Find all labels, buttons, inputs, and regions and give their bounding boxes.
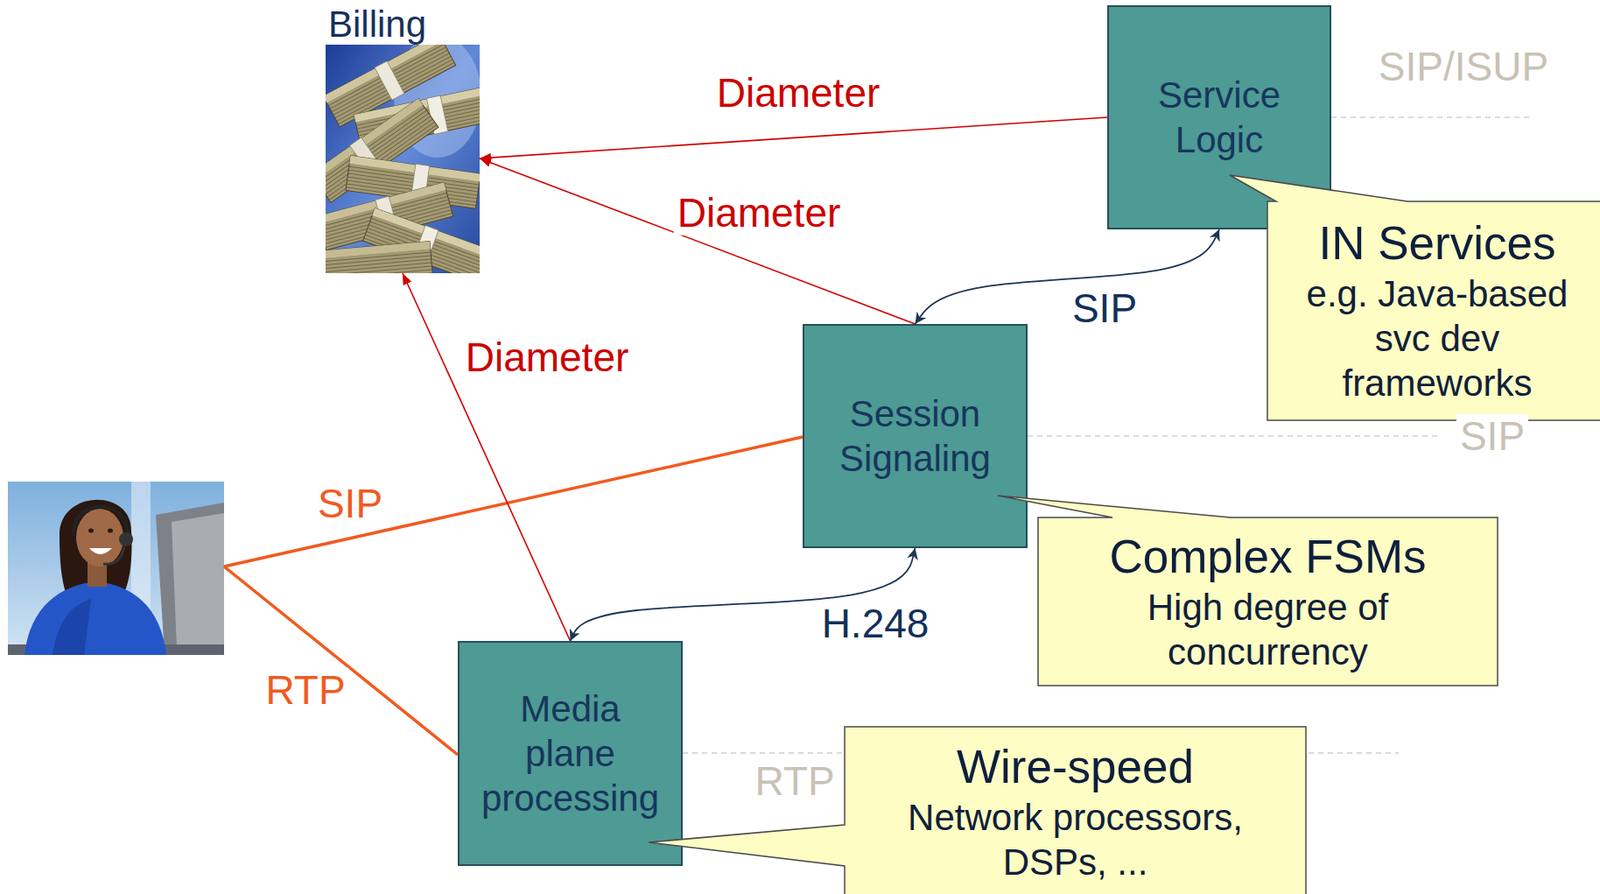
headset-mic xyxy=(103,546,125,564)
media-plane-box: Media plane processing xyxy=(457,640,683,866)
protocol-note: SIP/ISUP xyxy=(1375,44,1552,90)
person-eye xyxy=(107,528,113,534)
protocol-label: SIP xyxy=(314,481,386,527)
callout-heading: IN Services xyxy=(1319,215,1557,272)
callout-heading: Complex FSMs xyxy=(1108,528,1426,585)
edge-label-holder: H.248 xyxy=(818,601,934,646)
bundle-top xyxy=(325,44,443,103)
callout-body: High degree of concurrency xyxy=(1075,584,1461,674)
sip-link xyxy=(915,229,1221,324)
label-holder: RTP xyxy=(261,667,349,713)
edge-label-holder: Diameter xyxy=(713,70,885,116)
shirt-shade xyxy=(52,598,92,655)
money-illustration xyxy=(325,44,480,274)
edge-label-holder: SIP xyxy=(1068,286,1141,331)
dashed-guide xyxy=(1027,435,1440,437)
headset-band xyxy=(73,505,128,536)
label-holder: RTP xyxy=(750,758,838,804)
callout-shape xyxy=(997,495,1498,686)
person-illustration xyxy=(7,481,225,655)
user-rtp-line xyxy=(224,566,458,755)
person-hair xyxy=(59,499,133,596)
box-label: Session Signaling xyxy=(821,391,1010,481)
billing-node: Billing xyxy=(325,4,480,274)
bundle-strap xyxy=(374,61,405,101)
edge-label: Diameter xyxy=(673,190,845,236)
bill-bundle xyxy=(325,241,433,274)
box-label: Media plane processing xyxy=(476,686,665,822)
wire-speed-callout: Wire-speedNetwork processors, DSPs, ... xyxy=(844,726,1306,894)
edge-label-holder: Diameter xyxy=(673,190,845,236)
callout-body: Network processors, DSPs, ... xyxy=(883,794,1269,885)
edge-label: Diameter xyxy=(713,70,885,116)
person-smile xyxy=(89,547,113,555)
edge-label: SIP xyxy=(1068,286,1141,331)
diameter-link xyxy=(479,117,1108,159)
protocol-note: SIP xyxy=(1456,414,1529,459)
person-shirt xyxy=(24,581,167,655)
callout-heading: Wire-speed xyxy=(956,738,1194,795)
headset-earpiece xyxy=(119,532,134,547)
complex-fsms-callout: Complex FSMsHigh degree of concurrency xyxy=(1038,517,1498,686)
callout-shape xyxy=(648,726,1306,894)
person-face xyxy=(76,508,124,567)
protocol-label: RTP xyxy=(261,667,349,713)
dashed-guide xyxy=(1331,116,1532,119)
person-eye xyxy=(88,528,94,534)
monitor-side xyxy=(171,512,225,650)
edge-label: H.248 xyxy=(818,601,934,646)
edge-label-holder: Diameter xyxy=(462,335,633,380)
monitor-back xyxy=(155,502,225,655)
user-sip-line xyxy=(224,436,803,567)
label-holder: SIP/ISUP xyxy=(1375,44,1552,90)
diameter-link xyxy=(402,273,571,641)
node-heading: Billing xyxy=(328,4,427,45)
protocol-note: RTP xyxy=(750,758,838,804)
bundle-top xyxy=(325,241,431,261)
edge-label: Diameter xyxy=(462,335,633,380)
label-holder: SIP xyxy=(314,481,386,527)
callout-body: e.g. Java-based svc dev frameworks xyxy=(1292,271,1582,407)
session-signaling-box: Session Signaling xyxy=(802,323,1028,548)
box-label: Service Logic xyxy=(1125,72,1314,162)
person-background xyxy=(7,481,225,655)
in-services-callout: IN Servicese.g. Java-based svc dev frame… xyxy=(1267,201,1600,421)
label-holder: SIP xyxy=(1456,414,1529,459)
callout-shape xyxy=(1229,175,1600,421)
diameter-link xyxy=(479,158,916,324)
bundle-body xyxy=(325,241,433,274)
